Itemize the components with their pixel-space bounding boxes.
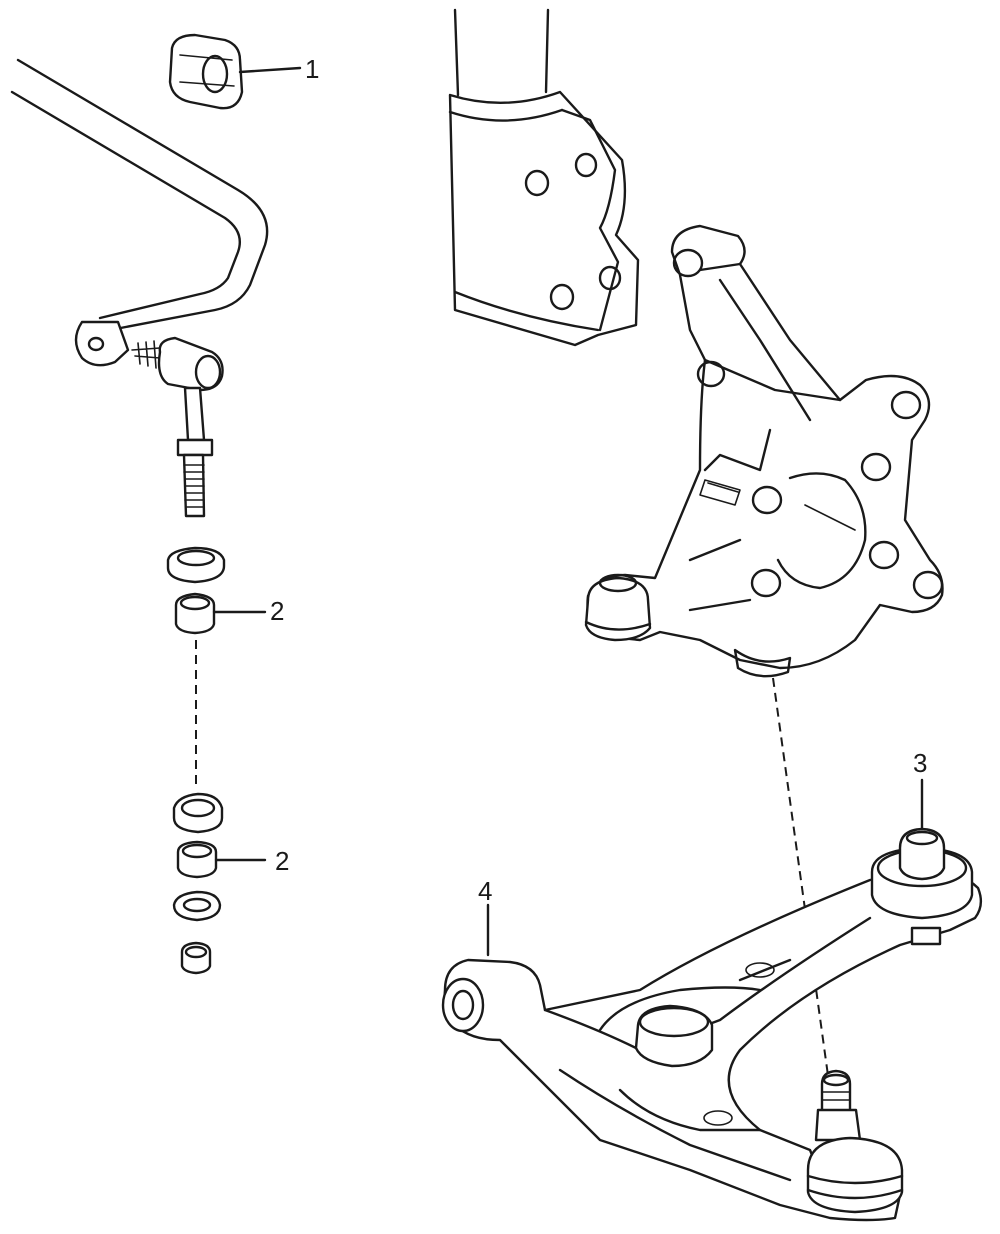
control-arm-rear-bushing	[870, 778, 974, 946]
stabilizer-bar	[10, 58, 269, 367]
ball-joint-axis	[772, 677, 831, 1091]
ball-joint	[806, 1069, 904, 1214]
stabilizer-bushing	[168, 33, 302, 110]
callout-2-lower: 2	[275, 846, 289, 876]
steering-knuckle	[584, 224, 944, 678]
callout-4: 4	[478, 876, 492, 906]
stabilizer-link	[131, 336, 224, 518]
link-hardware-lower	[172, 792, 267, 975]
lower-control-arm	[441, 868, 983, 1222]
link-hardware-upper	[166, 546, 267, 635]
callout-1: 1	[305, 54, 319, 84]
strut-assembly	[448, 8, 640, 347]
callout-3: 3	[913, 748, 927, 778]
callout-2-upper: 2	[270, 596, 284, 626]
